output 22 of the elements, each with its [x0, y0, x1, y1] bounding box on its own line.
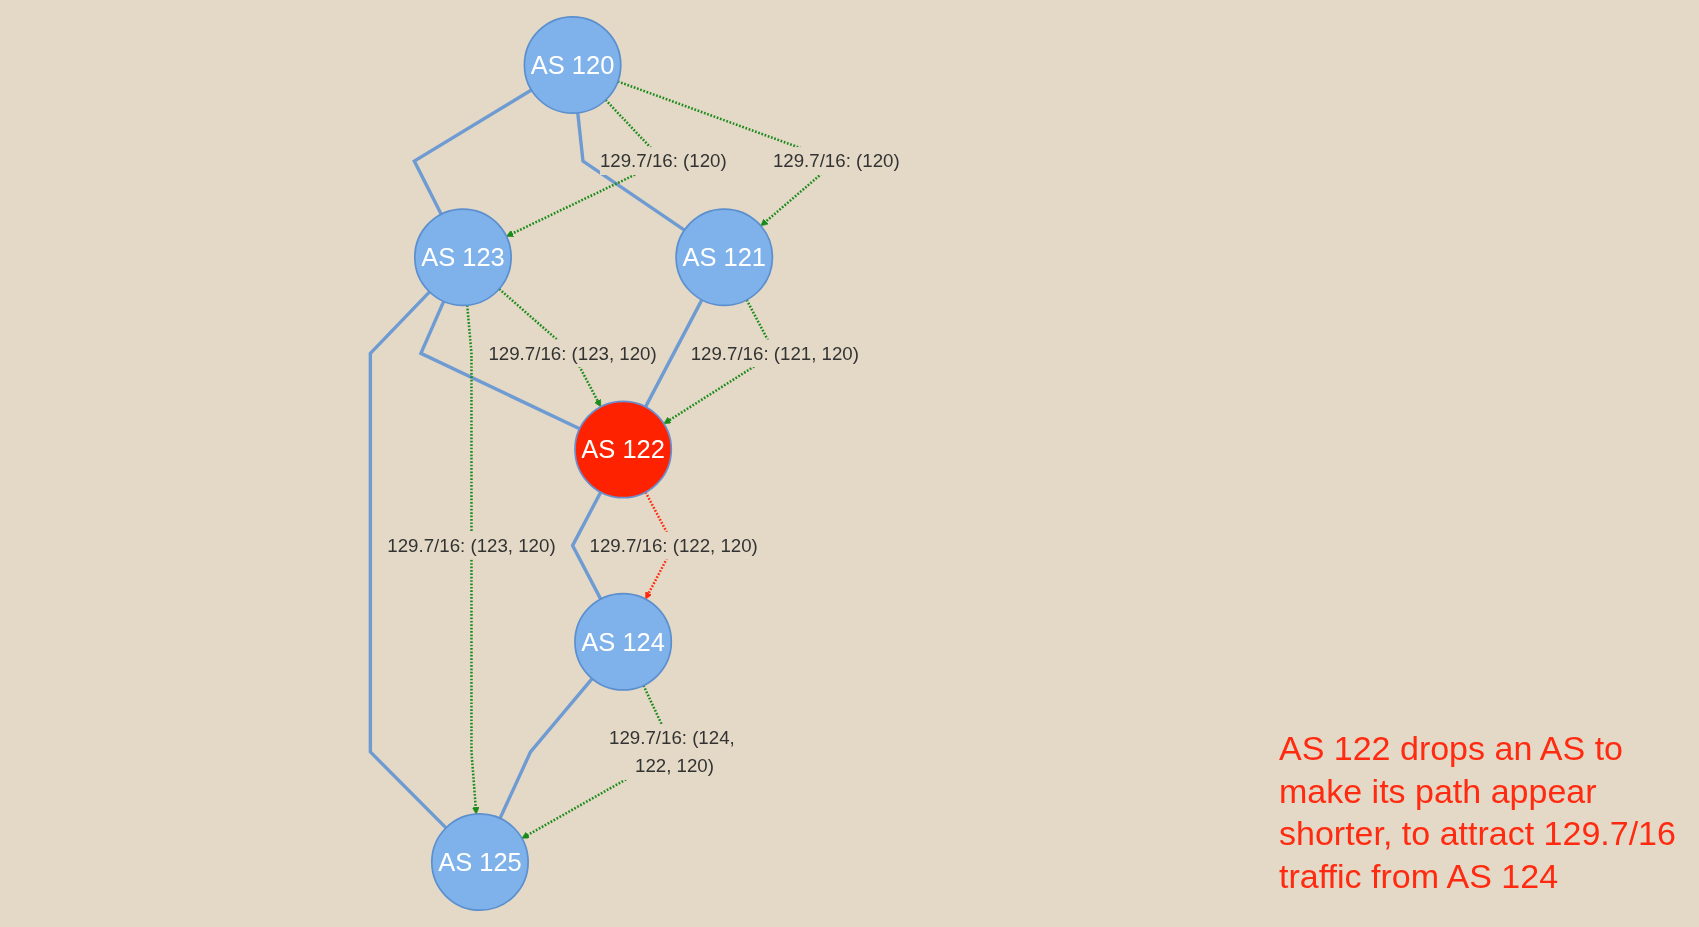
connector [570, 491, 603, 600]
edge-label: 129.7/16: (121, 120) [690, 342, 859, 364]
node-circle: AS 125 [430, 813, 529, 912]
arrow [465, 305, 480, 815]
node-circle: AS 123 [413, 208, 512, 307]
connector [368, 290, 448, 830]
edge-label: 129.7/16: (120) [772, 150, 900, 172]
connector [644, 299, 704, 408]
connector [498, 677, 594, 819]
annotation-note: AS 122 drops an AS to make its path appear shorter, to attract 129.7/16 traffic from AS 124 [1279, 728, 1677, 897]
connector [412, 88, 533, 216]
edge-label: 129.7/16: (120) [599, 150, 727, 172]
edge-label: 129.7/16: (122, 120) [589, 535, 758, 557]
node-circle: AS 124 [574, 592, 673, 691]
edge-label: 129.7/16: (124, 122, 120) [609, 727, 735, 777]
edge-label: 129.7/16: (123, 120) [488, 342, 657, 364]
connector [576, 112, 686, 232]
node-circle: AS 120 [523, 15, 622, 114]
connector [418, 300, 581, 431]
edge-label: 129.7/16: (123, 120) [387, 535, 556, 557]
node-circle: AS 121 [675, 208, 774, 307]
node-circle: AS 122 [574, 400, 673, 499]
